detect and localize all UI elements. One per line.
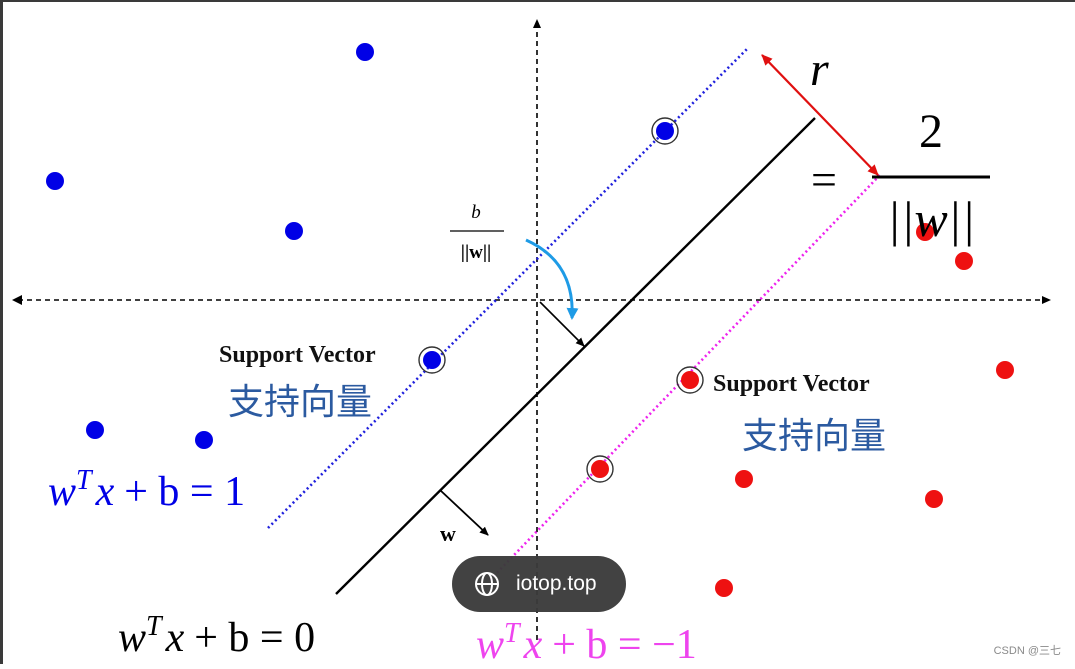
negative-point xyxy=(916,223,934,241)
watermark-badge-text: iotop.top xyxy=(516,572,597,595)
w-vector-label: w xyxy=(440,521,456,546)
negative-point xyxy=(955,252,973,270)
negative-point xyxy=(996,361,1014,379)
positive-point xyxy=(195,431,213,449)
b-denominator: ||w|| xyxy=(461,242,491,263)
decision-boundary-equation: wTx+ b = 0 xyxy=(118,611,315,661)
w-vector-arrow xyxy=(439,489,489,536)
support-vector-ring xyxy=(586,455,614,483)
positive-plane-equation: wTx+ b = 1 xyxy=(48,465,245,515)
positive-point xyxy=(285,222,303,240)
negative-plane-equation: wTx+ b = −1 xyxy=(476,618,697,664)
margin-arrow xyxy=(761,54,879,176)
negative-points xyxy=(715,223,1014,597)
positive-point xyxy=(46,172,64,190)
negative-support-vectors xyxy=(586,366,704,483)
negative-point xyxy=(715,579,733,597)
decision-boundary xyxy=(335,117,816,595)
support-vector-point xyxy=(681,371,699,389)
negative-point xyxy=(735,470,753,488)
positive-support-vectors xyxy=(418,117,679,374)
support-vector-point xyxy=(423,351,441,369)
b-offset-curved-arrow xyxy=(525,238,579,320)
negative-point xyxy=(925,490,943,508)
offset-arrow xyxy=(539,301,585,347)
support-vector-label-right-zh: 支持向量 xyxy=(742,416,886,456)
support-vector-label-left: Support Vector xyxy=(219,342,376,368)
support-vector-ring xyxy=(418,346,446,374)
support-vector-point xyxy=(591,460,609,478)
csdn-watermark: CSDN @三七 xyxy=(993,645,1061,657)
support-vector-ring xyxy=(676,366,704,394)
support-vector-label-right: Support Vector xyxy=(713,371,870,397)
b-numerator: b xyxy=(471,202,481,223)
positive-margin-plane xyxy=(267,47,749,529)
margin-equals-sign: = xyxy=(811,154,837,205)
positive-point xyxy=(356,43,374,61)
positive-point xyxy=(86,421,104,439)
support-vector-label-left-zh: 支持向量 xyxy=(228,382,372,422)
margin-r-label: r xyxy=(810,43,829,96)
support-vector-ring xyxy=(651,117,679,145)
support-vector-point xyxy=(656,122,674,140)
window-left-border xyxy=(0,0,3,664)
positive-points xyxy=(46,43,374,449)
margin-numerator: 2 xyxy=(919,105,943,158)
window-top-border xyxy=(0,0,1075,2)
watermark-badge[interactable]: iotop.top xyxy=(452,556,626,612)
margin-denominator: ||w|| xyxy=(887,191,975,247)
x-axis-left-arrowhead xyxy=(12,295,22,305)
globe-icon xyxy=(475,572,499,596)
